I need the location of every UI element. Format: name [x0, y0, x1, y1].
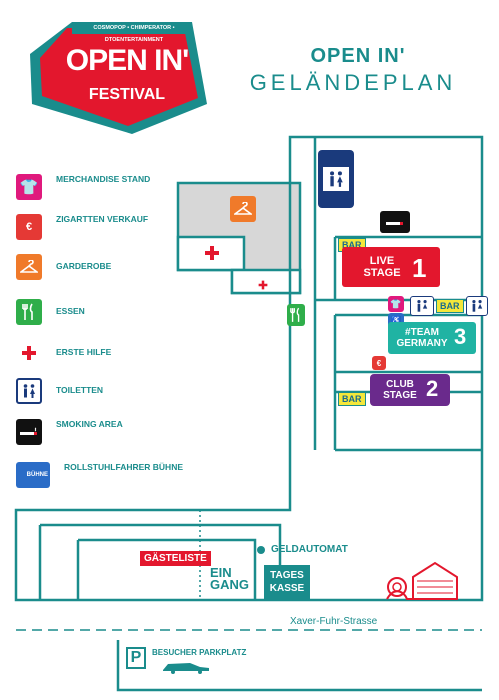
club-stage-number: 2 — [426, 376, 439, 401]
toilet-icon — [410, 296, 434, 316]
festival-logo: COSMOPOP • CHIMPERATOR • DTOENTERTAINMEN… — [12, 14, 212, 144]
live-stage-line2: STAGE — [363, 267, 401, 279]
legend-rollstuhl: BÜHNE ROLLSTUHLFAHRER BÜHNE — [16, 460, 206, 490]
toilet-block-icon — [318, 150, 354, 208]
logo-tagline: COSMOPOP • CHIMPERATOR • DTOENTERTAINMEN… — [93, 25, 175, 43]
parking-icon: P — [126, 647, 146, 669]
cigarette-icon — [380, 211, 410, 233]
red-cross-icon-small — [258, 277, 268, 295]
shirt-icon: 👕 — [16, 174, 42, 200]
car-icon — [160, 660, 212, 679]
legend-label: ROLLSTUHLFAHRER BÜHNE — [64, 462, 183, 472]
logo-graphic — [30, 22, 207, 134]
parking-label: BESUCHER PARKPLATZ — [152, 648, 247, 657]
eingang-line1: EIN — [210, 565, 232, 580]
geldautomat-label: GELDAUTOMAT — [271, 544, 348, 555]
street-label: Xaver-Fuhr-Strasse — [290, 616, 378, 627]
legend-erste-hilfe: ERSTE HILFE — [16, 338, 206, 368]
club-stage-label: CLUB STAGE — [378, 379, 422, 401]
team-line2: GERMANY — [396, 338, 448, 349]
club-line2: STAGE — [383, 390, 417, 401]
logo-main: OPEN IN' — [65, 44, 190, 77]
legend-essen: ESSEN — [16, 297, 206, 327]
bar-label-2: BAR — [436, 299, 464, 313]
hanger-icon — [230, 196, 256, 222]
atm-marker — [257, 546, 265, 554]
legend-label: TOILETTEN — [56, 385, 104, 395]
tageskasse-line1: TAGES — [270, 570, 304, 581]
legend-label: SMOKING AREA — [56, 419, 123, 429]
team-line1: #TEAM — [405, 327, 439, 338]
live-stage-line1: LIVE — [369, 255, 395, 267]
eingang-line2: GANG — [210, 577, 249, 592]
cigarette-euro-icon: € — [16, 214, 42, 240]
tageskasse-line2: KASSE — [269, 583, 305, 594]
gaesteliste-label: GÄSTELISTE — [140, 551, 211, 566]
club-line1: CLUB — [386, 379, 414, 390]
hanger-icon — [16, 254, 42, 280]
tageskasse-box: TAGES KASSE — [264, 565, 310, 599]
snail-house-illustration — [385, 555, 465, 610]
red-cross-icon — [204, 245, 220, 266]
team-germany-stage-3: #TEAM GERMANY 3 — [388, 322, 476, 354]
red-cross-icon — [16, 340, 42, 366]
team-germany-number: 3 — [454, 324, 467, 349]
bar-label-3: BAR — [338, 392, 366, 406]
club-stage-2: CLUB STAGE 2 — [370, 374, 450, 406]
cigarette-icon — [16, 419, 42, 445]
cutlery-icon — [287, 304, 305, 326]
legend-zigaretten: € ZIGARTTEN VERKAUF — [16, 212, 206, 242]
legend-garderobe: GARDEROBE — [16, 252, 206, 282]
wheelchair-icon: BÜHNE — [16, 462, 50, 488]
legend-smoking: SMOKING AREA — [16, 417, 206, 447]
legend-toiletten: TOILETTEN — [16, 376, 206, 406]
wheelchair-badge-label: BÜHNE — [26, 472, 48, 478]
logo-sub: FESTIVAL — [88, 86, 166, 103]
cigarette-euro-icon: € — [372, 356, 386, 370]
legend-label: GARDEROBE — [56, 261, 112, 271]
toilet-icon — [16, 378, 42, 404]
legend-merchandise: 👕 MERCHANDISE STAND — [16, 172, 206, 202]
toilet-icon — [466, 296, 488, 316]
cutlery-icon — [16, 299, 42, 325]
legend-label: ESSEN — [56, 306, 85, 316]
live-stage-1: LIVE STAGE 1 — [342, 247, 440, 287]
live-stage-number: 1 — [412, 253, 427, 283]
live-stage-label: LIVE STAGE — [360, 255, 404, 279]
legend-label: ERSTE HILFE — [56, 347, 112, 357]
legend-label: MERCHANDISE STAND — [56, 174, 151, 184]
team-germany-label: #TEAM GERMANY — [394, 327, 450, 349]
shirt-icon: 👕 — [388, 296, 404, 312]
header-subtitle: GELÄNDEPLAN — [249, 70, 457, 95]
legend-label: ZIGARTTEN VERKAUF — [56, 214, 149, 224]
eingang-label: EIN GANG — [210, 565, 249, 592]
header-title: OPEN IN' — [310, 45, 406, 67]
